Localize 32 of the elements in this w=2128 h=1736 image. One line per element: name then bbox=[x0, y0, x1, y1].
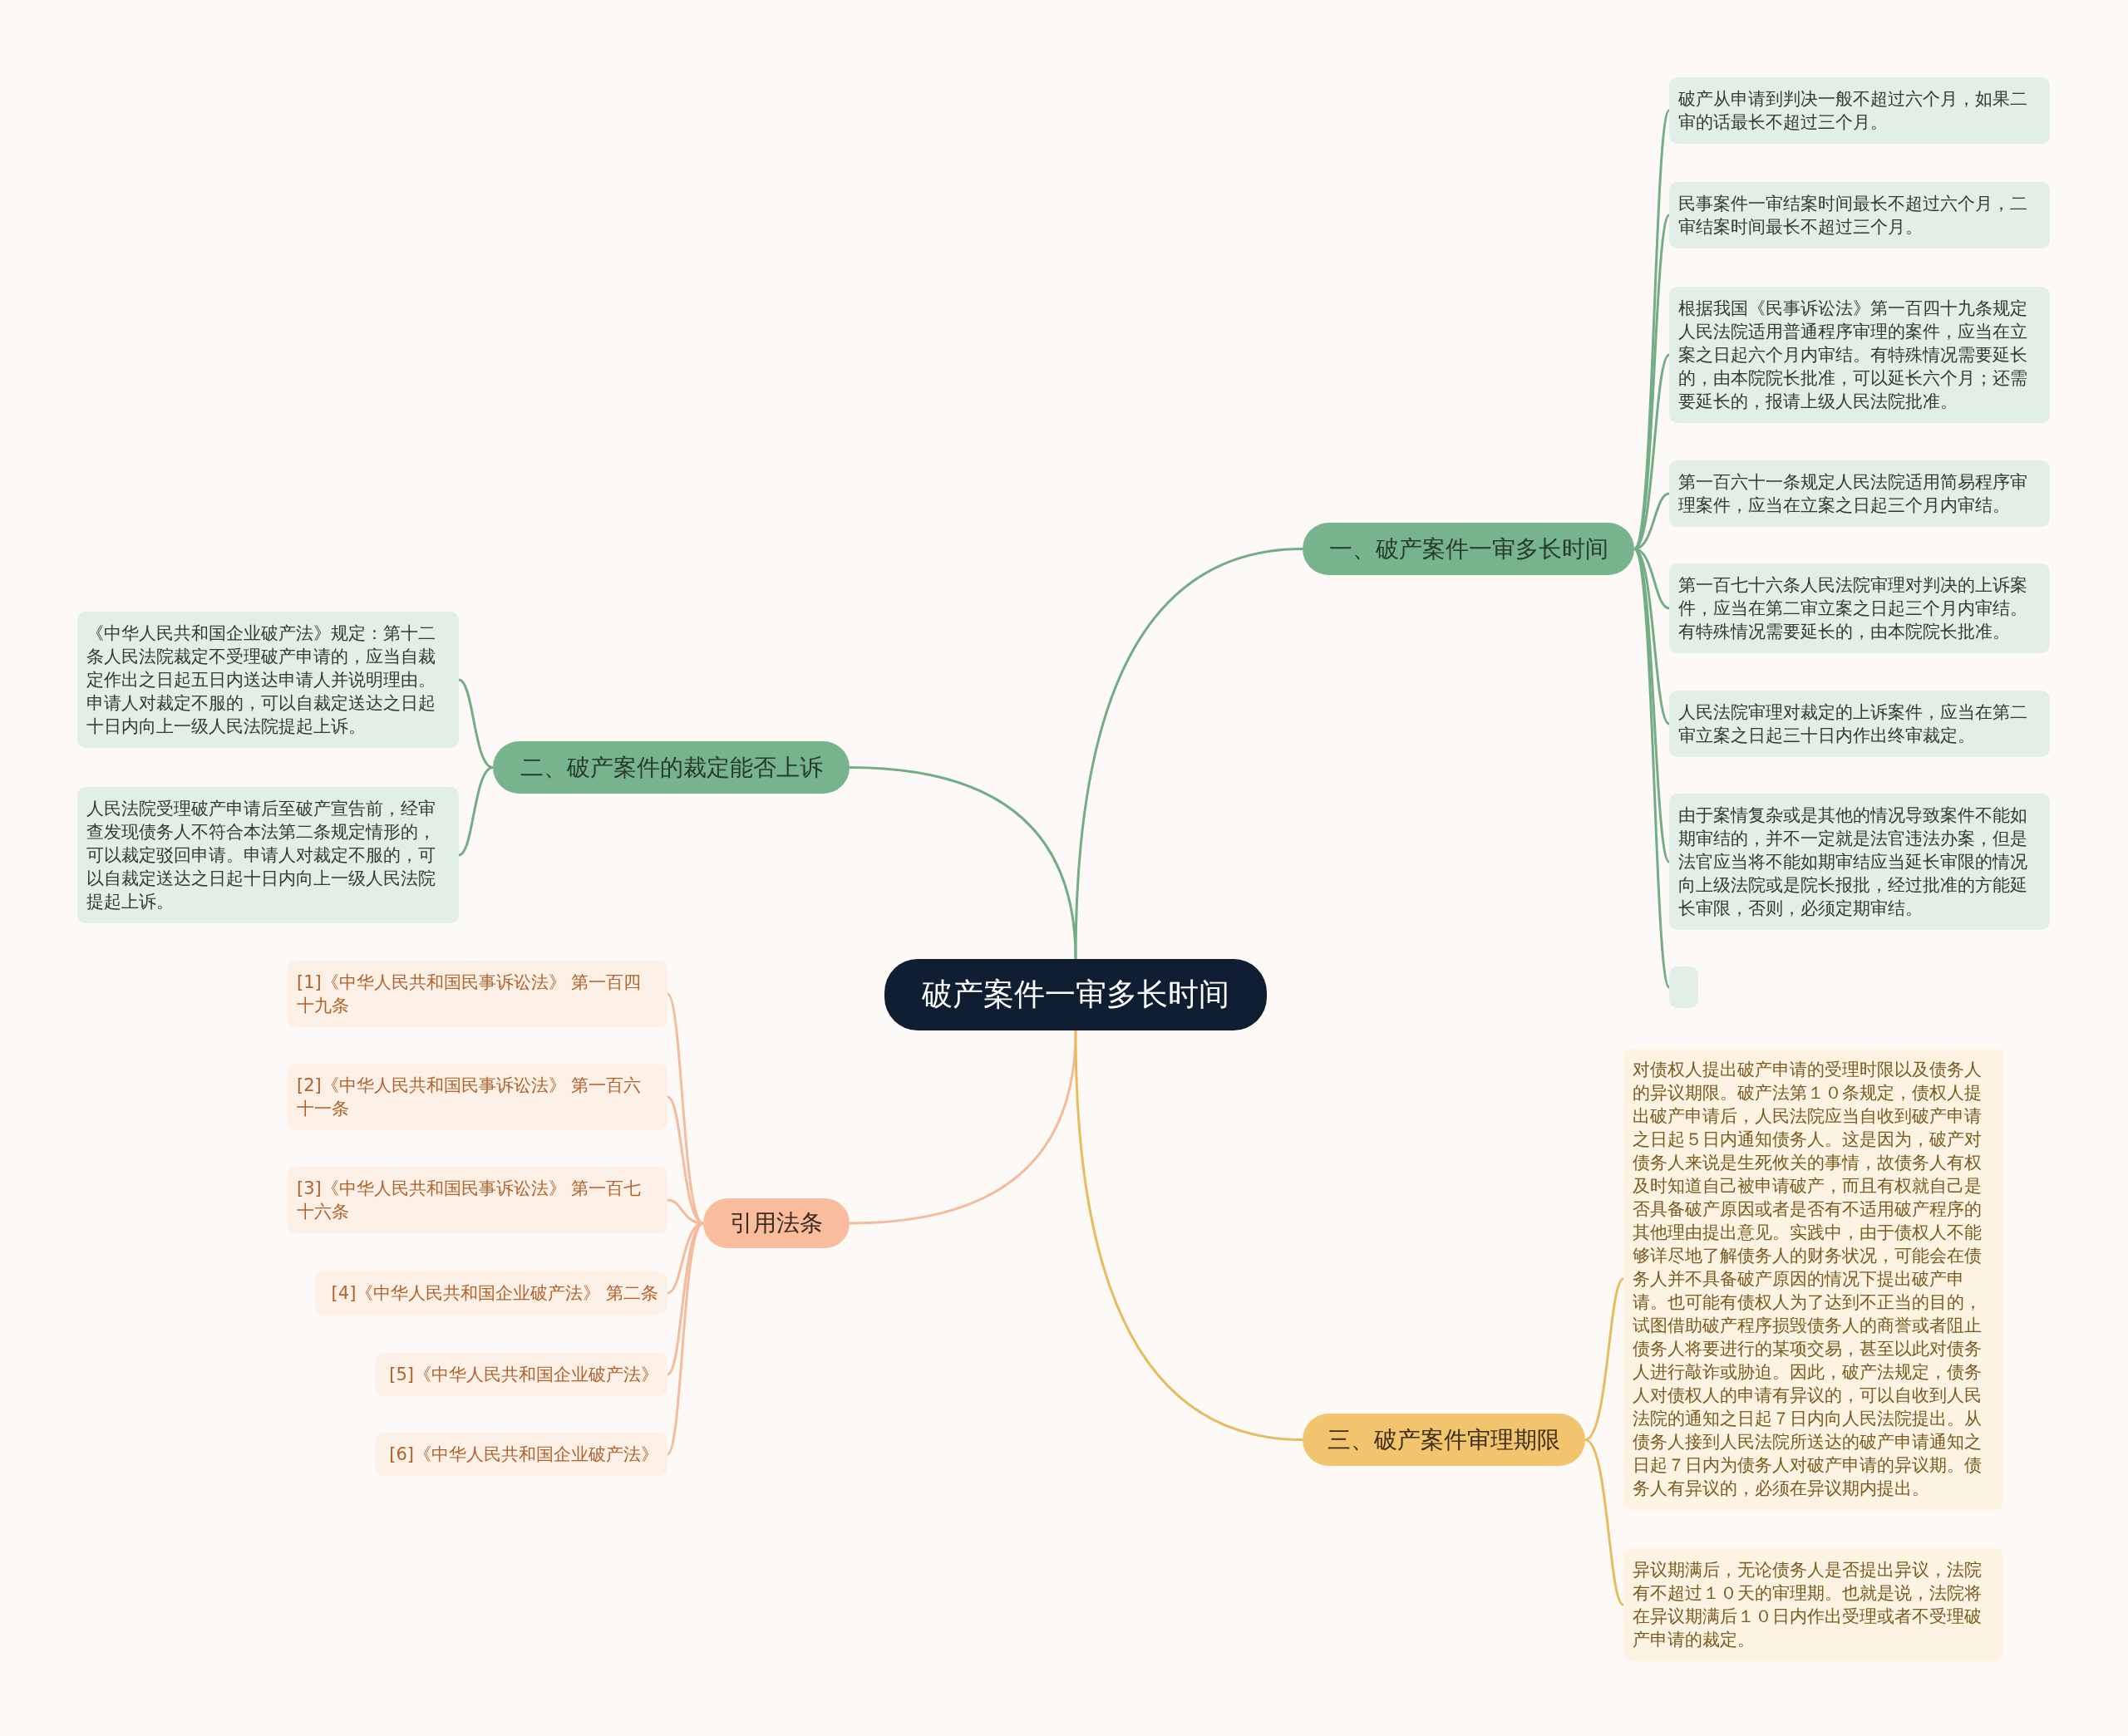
note-card: 根据我国《民事诉讼法》第一百四十九条规定人民法院适用普通程序审理的案件，应当在立案之日起六个月内审结。有特殊情况需要延长的，由本院院长批准，可以延长六个月；还需要延长的，报请上级人民法院批准。 bbox=[1669, 287, 2050, 423]
branch-topic: 二、破产案件的裁定能否上诉 bbox=[493, 741, 850, 794]
note-card: 人民法院受理破产申请后至破产宣告前，经审查发现债务人不符合本法第二条规定情形的，可以裁定驳回申请。申请人对裁定不服的，可以自裁定送达之日起十日内向上一级人民法院提起上诉。 bbox=[77, 787, 459, 923]
reference-card: [4]《中华人民共和国企业破产法》 第二条 bbox=[315, 1271, 667, 1315]
note-card: 第一百六十一条规定人民法院适用简易程序审理案件，应当在立案之日起三个月内审结。 bbox=[1669, 460, 2050, 527]
note-card: 《中华人民共和国企业破产法》规定：第十二条人民法院裁定不受理破产申请的，应当自裁定作出之日起五日内送达申请人并说明理由。申请人对裁定不服的，可以自裁定送达之日起十日内向上一级人民法院提起上诉。 bbox=[77, 612, 459, 748]
branch-topic: 引用法条 bbox=[703, 1198, 850, 1248]
reference-card: [6]《中华人民共和国企业破产法》 bbox=[375, 1433, 667, 1476]
note-card: 民事案件一审结案时间最长不超过六个月，二审结案时间最长不超过三个月。 bbox=[1669, 182, 2050, 248]
branch-topic: 三、破产案件审理期限 bbox=[1303, 1414, 1585, 1466]
note-card: 人民法院审理对裁定的上诉案件，应当在第二审立案之日起三十日内作出终审裁定。 bbox=[1669, 691, 2050, 757]
empty-card bbox=[1669, 966, 1698, 1008]
reference-card: [3]《中华人民共和国民事诉讼法》 第一百七十六条 bbox=[288, 1167, 667, 1233]
note-card: 破产从申请到判决一般不超过六个月，如果二审的话最长不超过三个月。 bbox=[1669, 77, 2050, 144]
note-card: 第一百七十六条人民法院审理对判决的上诉案件，应当在第二审立案之日起三个月内审结。有特殊情况需要延长的，由本院院长批准。 bbox=[1669, 563, 2050, 653]
branch-topic: 一、破产案件一审多长时间 bbox=[1303, 523, 1634, 575]
connector-line bbox=[1074, 548, 1303, 960]
note-card: 异议期满后，无论债务人是否提出异议，法院有不超过１０天的审理期。也就是说，法院将在异议期满后１０日内作出受理或者不受理破产申请的裁定。 bbox=[1623, 1548, 2003, 1661]
connector-line bbox=[1074, 1030, 1303, 1441]
connector-line bbox=[1633, 548, 1671, 988]
reference-card: [1]《中华人民共和国民事诉讼法》 第一百四十九条 bbox=[288, 961, 667, 1027]
connector-line bbox=[1584, 1277, 1624, 1441]
root-topic: 破产案件一审多长时间 bbox=[884, 959, 1267, 1030]
connector-line bbox=[458, 766, 494, 857]
connector-line bbox=[1584, 1438, 1625, 1606]
reference-card: [5]《中华人民共和国企业破产法》 bbox=[375, 1353, 667, 1396]
connector-line bbox=[458, 678, 494, 769]
note-card: 对债权人提出破产申请的受理时限以及债务人的异议期限。破产法第１０条规定，债权人提出破产申请后，人民法院应当自收到破产申请之日起５日内通知债务人。这是因为，破产对债务人来说是生死攸关的事情，故债务人有权及时知道自己被申请破产，而且有权就自己是否具备破产原因或者是否有不适用破产程序的其他理由提出意见。实践中，由于债权人不能够详尽地了解债务人的财务状况，可能会在债务人并不具备破产原因的情况下提出破产申请。也可能有债权人为了达到不正当的目的，试图借助破产程序损毁债务人的商誉或者阻止债务人将要进行的某项交易，甚至以此对债务人进行敲诈或胁迫。因此，破产法规定，债务人对债权人的申请有异议的，可以自收到人民法院的通知之日起７日内向人民法院提出。从债务人接到人民法院所送达的破产申请通知之日起７日内为债务人对破产申请的异议期。债务人有异议的，必须在异议期内提出。 bbox=[1623, 1048, 2003, 1510]
connector-line bbox=[849, 1030, 1077, 1225]
reference-card: [2]《中华人民共和国民事诉讼法》 第一百六十一条 bbox=[288, 1064, 667, 1130]
connector-line bbox=[849, 766, 1077, 960]
note-card: 由于案情复杂或是其他的情况导致案件不能如期审结的，并不一定就是法官违法办案，但是法官应当将不能如期审结应当延长审限的情况向上级法院或是院长报批，经过批准的方能延长审限，否则，必须定期审结。 bbox=[1669, 794, 2050, 930]
